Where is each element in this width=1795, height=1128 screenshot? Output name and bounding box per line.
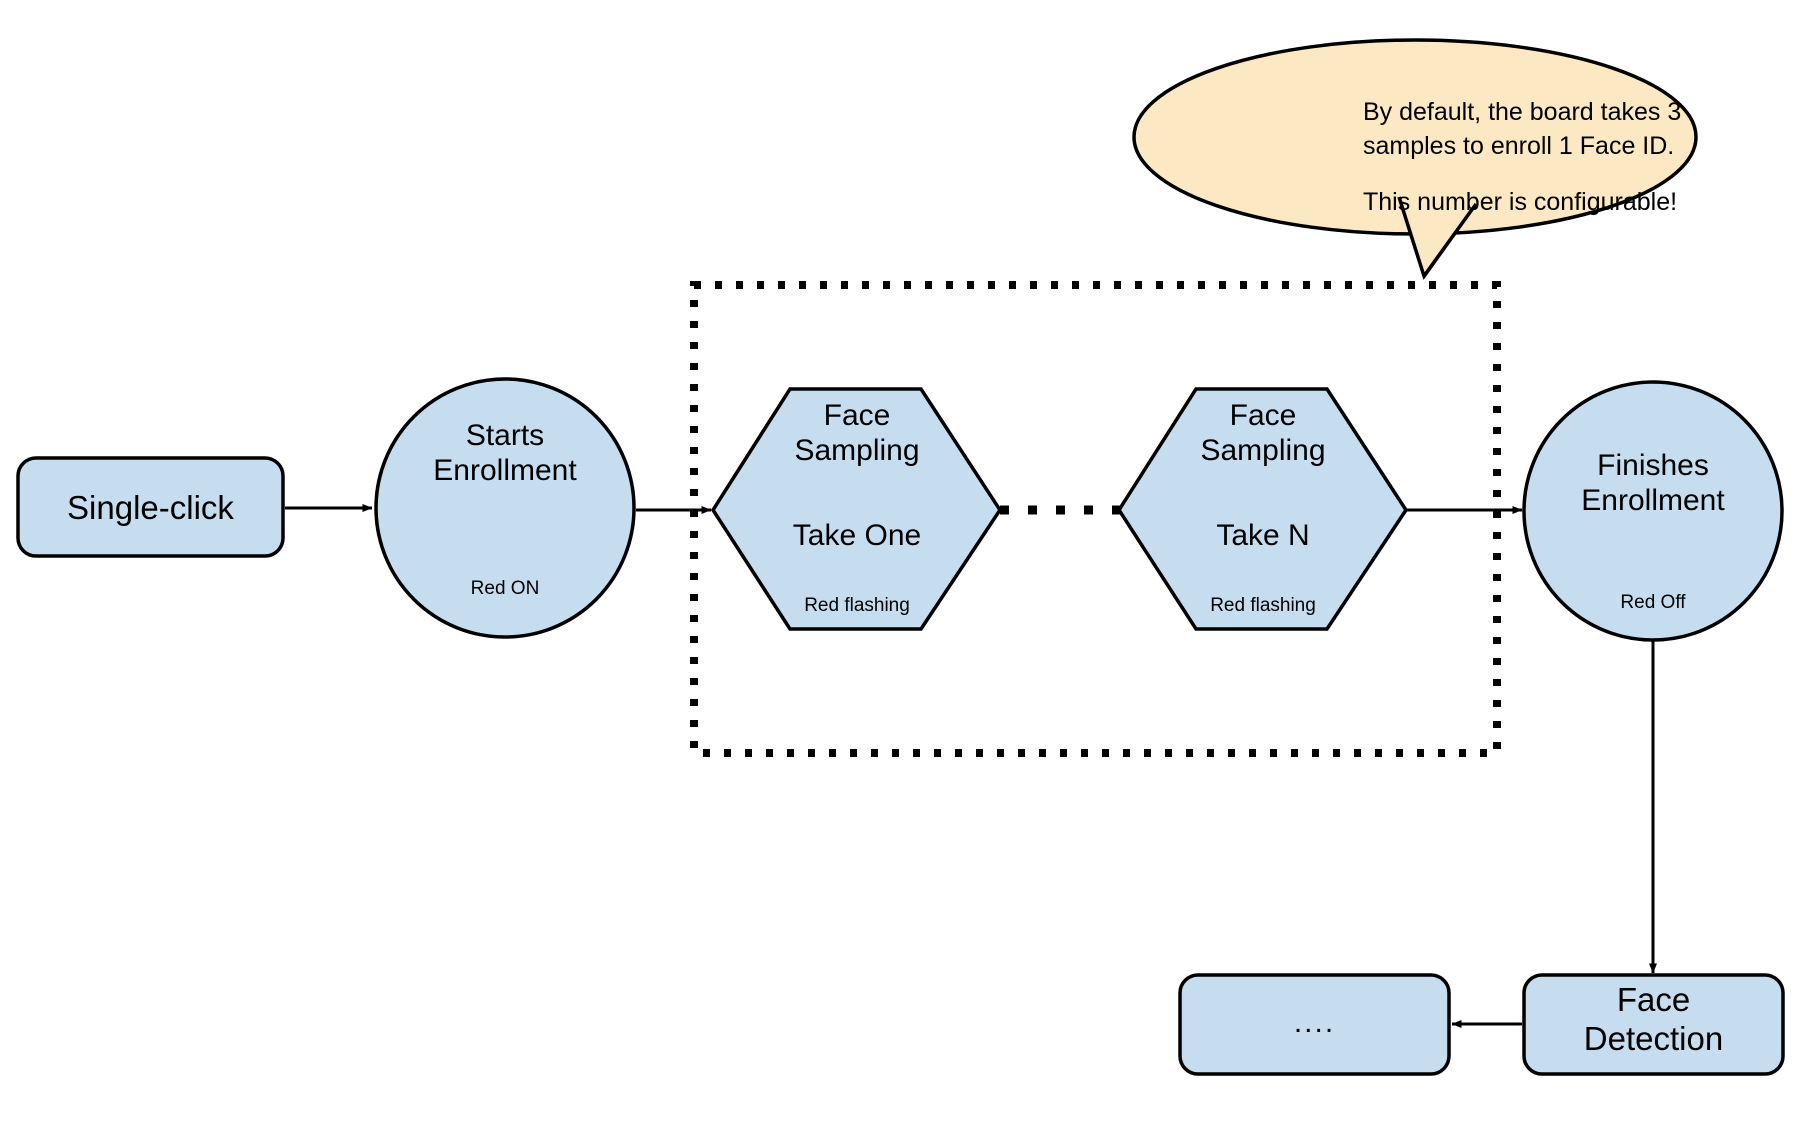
face-sampling-one-shape[interactable]: [710, 387, 1003, 631]
continuation-shape[interactable]: [1178, 973, 1451, 1076]
sampling-group-border: [690, 281, 1501, 757]
callout-tail-overlay: [1397, 196, 1478, 280]
face-sampling-n-shape[interactable]: [1116, 387, 1409, 631]
single-click-shape[interactable]: [16, 456, 285, 558]
face-detection-shape[interactable]: [1522, 973, 1785, 1076]
starts-enrollment-shape[interactable]: [374, 377, 636, 639]
finishes-enrollment-shape[interactable]: [1522, 380, 1784, 642]
